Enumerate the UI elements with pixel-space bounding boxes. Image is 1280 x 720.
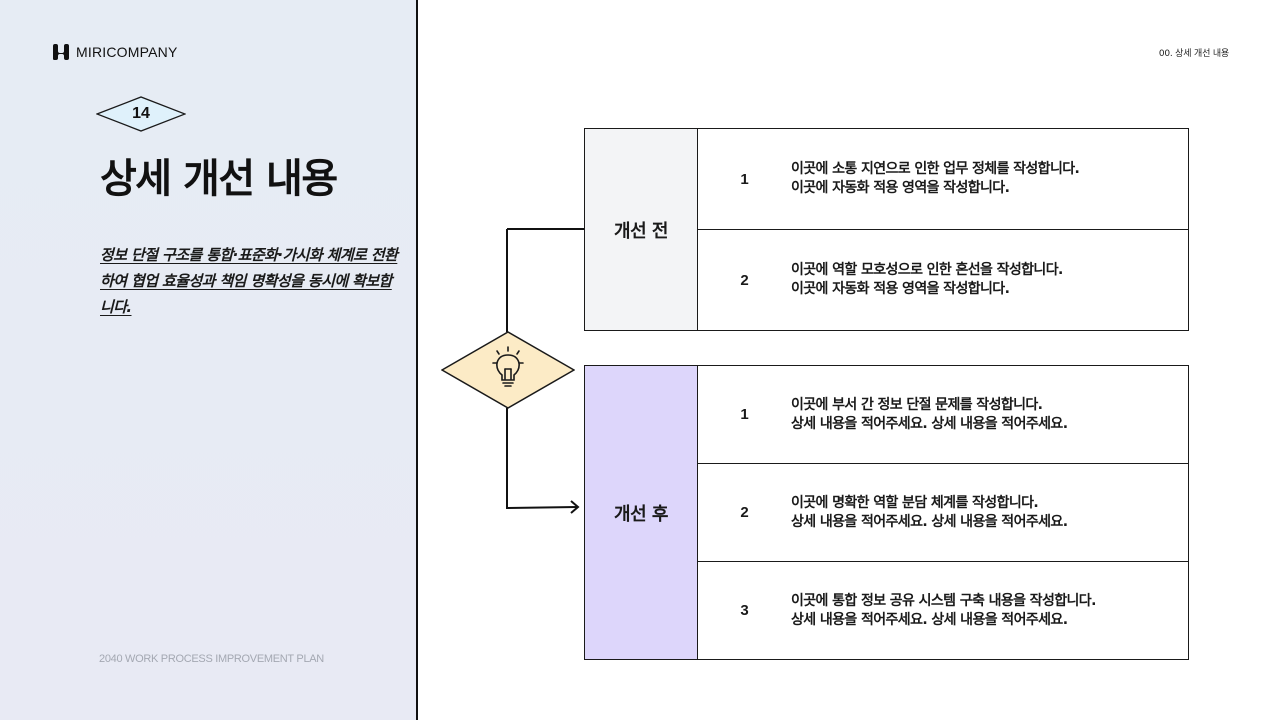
- row-text: 이곳에 통합 정보 공유 시스템 구축 내용을 작성합니다. 상세 내용을 적어…: [791, 592, 1096, 630]
- row-number: 1: [740, 170, 749, 188]
- left-panel: MIRICOMPANY 14 상세 개선 내용 정보 단절 구조를 통합·표준화…: [0, 0, 418, 720]
- row-text-line: 상세 내용을 적어주세요. 상세 내용을 적어주세요.: [791, 513, 1068, 530]
- before-rows: 1 이곳에 소통 지연으로 인한 업무 정체를 작성합니다. 이곳에 자동화 적…: [698, 129, 1188, 330]
- before-header: 개선 전: [585, 129, 698, 330]
- after-row: 1 이곳에 부서 간 정보 단절 문제를 작성합니다. 상세 내용을 적어주세요…: [698, 366, 1188, 464]
- lightbulb-icon: [492, 346, 524, 387]
- page-number-badge: 14: [96, 96, 186, 132]
- row-text-line: 이곳에 통합 정보 공유 시스템 구축 내용을 작성합니다.: [791, 592, 1096, 609]
- row-text-line: 이곳에 역할 모호성으로 인한 혼선을 작성합니다.: [791, 262, 1063, 278]
- after-rows: 1 이곳에 부서 간 정보 단절 문제를 작성합니다. 상세 내용을 적어주세요…: [698, 366, 1188, 659]
- before-row: 2 이곳에 역할 모호성으로 인한 혼선을 작성합니다. 이곳에 자동화 적용 …: [698, 230, 1188, 330]
- row-text: 이곳에 소통 지연으로 인한 업무 정체를 작성합니다. 이곳에 자동화 적용 …: [791, 160, 1080, 198]
- before-row: 1 이곳에 소통 지연으로 인한 업무 정체를 작성합니다. 이곳에 자동화 적…: [698, 129, 1188, 230]
- row-number: 1: [740, 406, 749, 423]
- after-header: 개선 후: [585, 366, 698, 659]
- after-block: 개선 후 1 이곳에 부서 간 정보 단절 문제를 작성합니다. 상세 내용을 …: [584, 365, 1189, 660]
- row-text-line: 상세 내용을 적어주세요. 상세 내용을 적어주세요.: [791, 415, 1068, 432]
- footer-label: 2040 WORK PROCESS IMPROVEMENT PLAN: [99, 653, 324, 665]
- row-text-line: 이곳에 명확한 역할 분담 체계를 작성합니다.: [791, 494, 1039, 511]
- row-text-line: 이곳에 부서 간 정보 단절 문제를 작성합니다.: [791, 396, 1043, 413]
- section-label: 00. 상세 개선 내용: [1158, 49, 1229, 59]
- row-text: 이곳에 명확한 역할 분담 체계를 작성합니다. 상세 내용을 적어주세요. 상…: [791, 494, 1068, 532]
- page-subtitle: 정보 단절 구조를 통합·표준화·가시화 체계로 전환하여 협업 효율성과 책임…: [100, 246, 398, 316]
- after-row: 3 이곳에 통합 정보 공유 시스템 구축 내용을 작성합니다. 상세 내용을 …: [698, 562, 1188, 659]
- page-title: 상세 개선 내용: [100, 156, 338, 202]
- logo-text: MIRICOMPANY: [76, 44, 178, 60]
- row-text-line: 이곳에 자동화 적용 영역을 작성합니다.: [791, 180, 1010, 196]
- row-text-line: 상세 내용을 적어주세요. 상세 내용을 적어주세요.: [791, 611, 1068, 628]
- row-text: 이곳에 부서 간 정보 단절 문제를 작성합니다. 상세 내용을 적어주세요. …: [791, 396, 1068, 434]
- brand-logo: MIRICOMPANY: [51, 43, 178, 61]
- after-row: 2 이곳에 명확한 역할 분담 체계를 작성합니다. 상세 내용을 적어주세요.…: [698, 464, 1188, 562]
- logo-mark-icon: [51, 43, 71, 61]
- idea-diamond: [440, 331, 576, 409]
- row-number: 2: [740, 271, 749, 289]
- page-number: 14: [132, 105, 150, 122]
- row-text-line: 이곳에 자동화 적용 영역을 작성합니다.: [791, 281, 1010, 297]
- row-number: 2: [740, 504, 749, 521]
- row-text-line: 이곳에 소통 지연으로 인한 업무 정체를 작성합니다.: [791, 161, 1080, 177]
- row-number: 3: [740, 602, 749, 619]
- before-block: 개선 전 1 이곳에 소통 지연으로 인한 업무 정체를 작성합니다. 이곳에 …: [584, 128, 1189, 331]
- row-text: 이곳에 역할 모호성으로 인한 혼선을 작성합니다. 이곳에 자동화 적용 영역…: [791, 261, 1063, 299]
